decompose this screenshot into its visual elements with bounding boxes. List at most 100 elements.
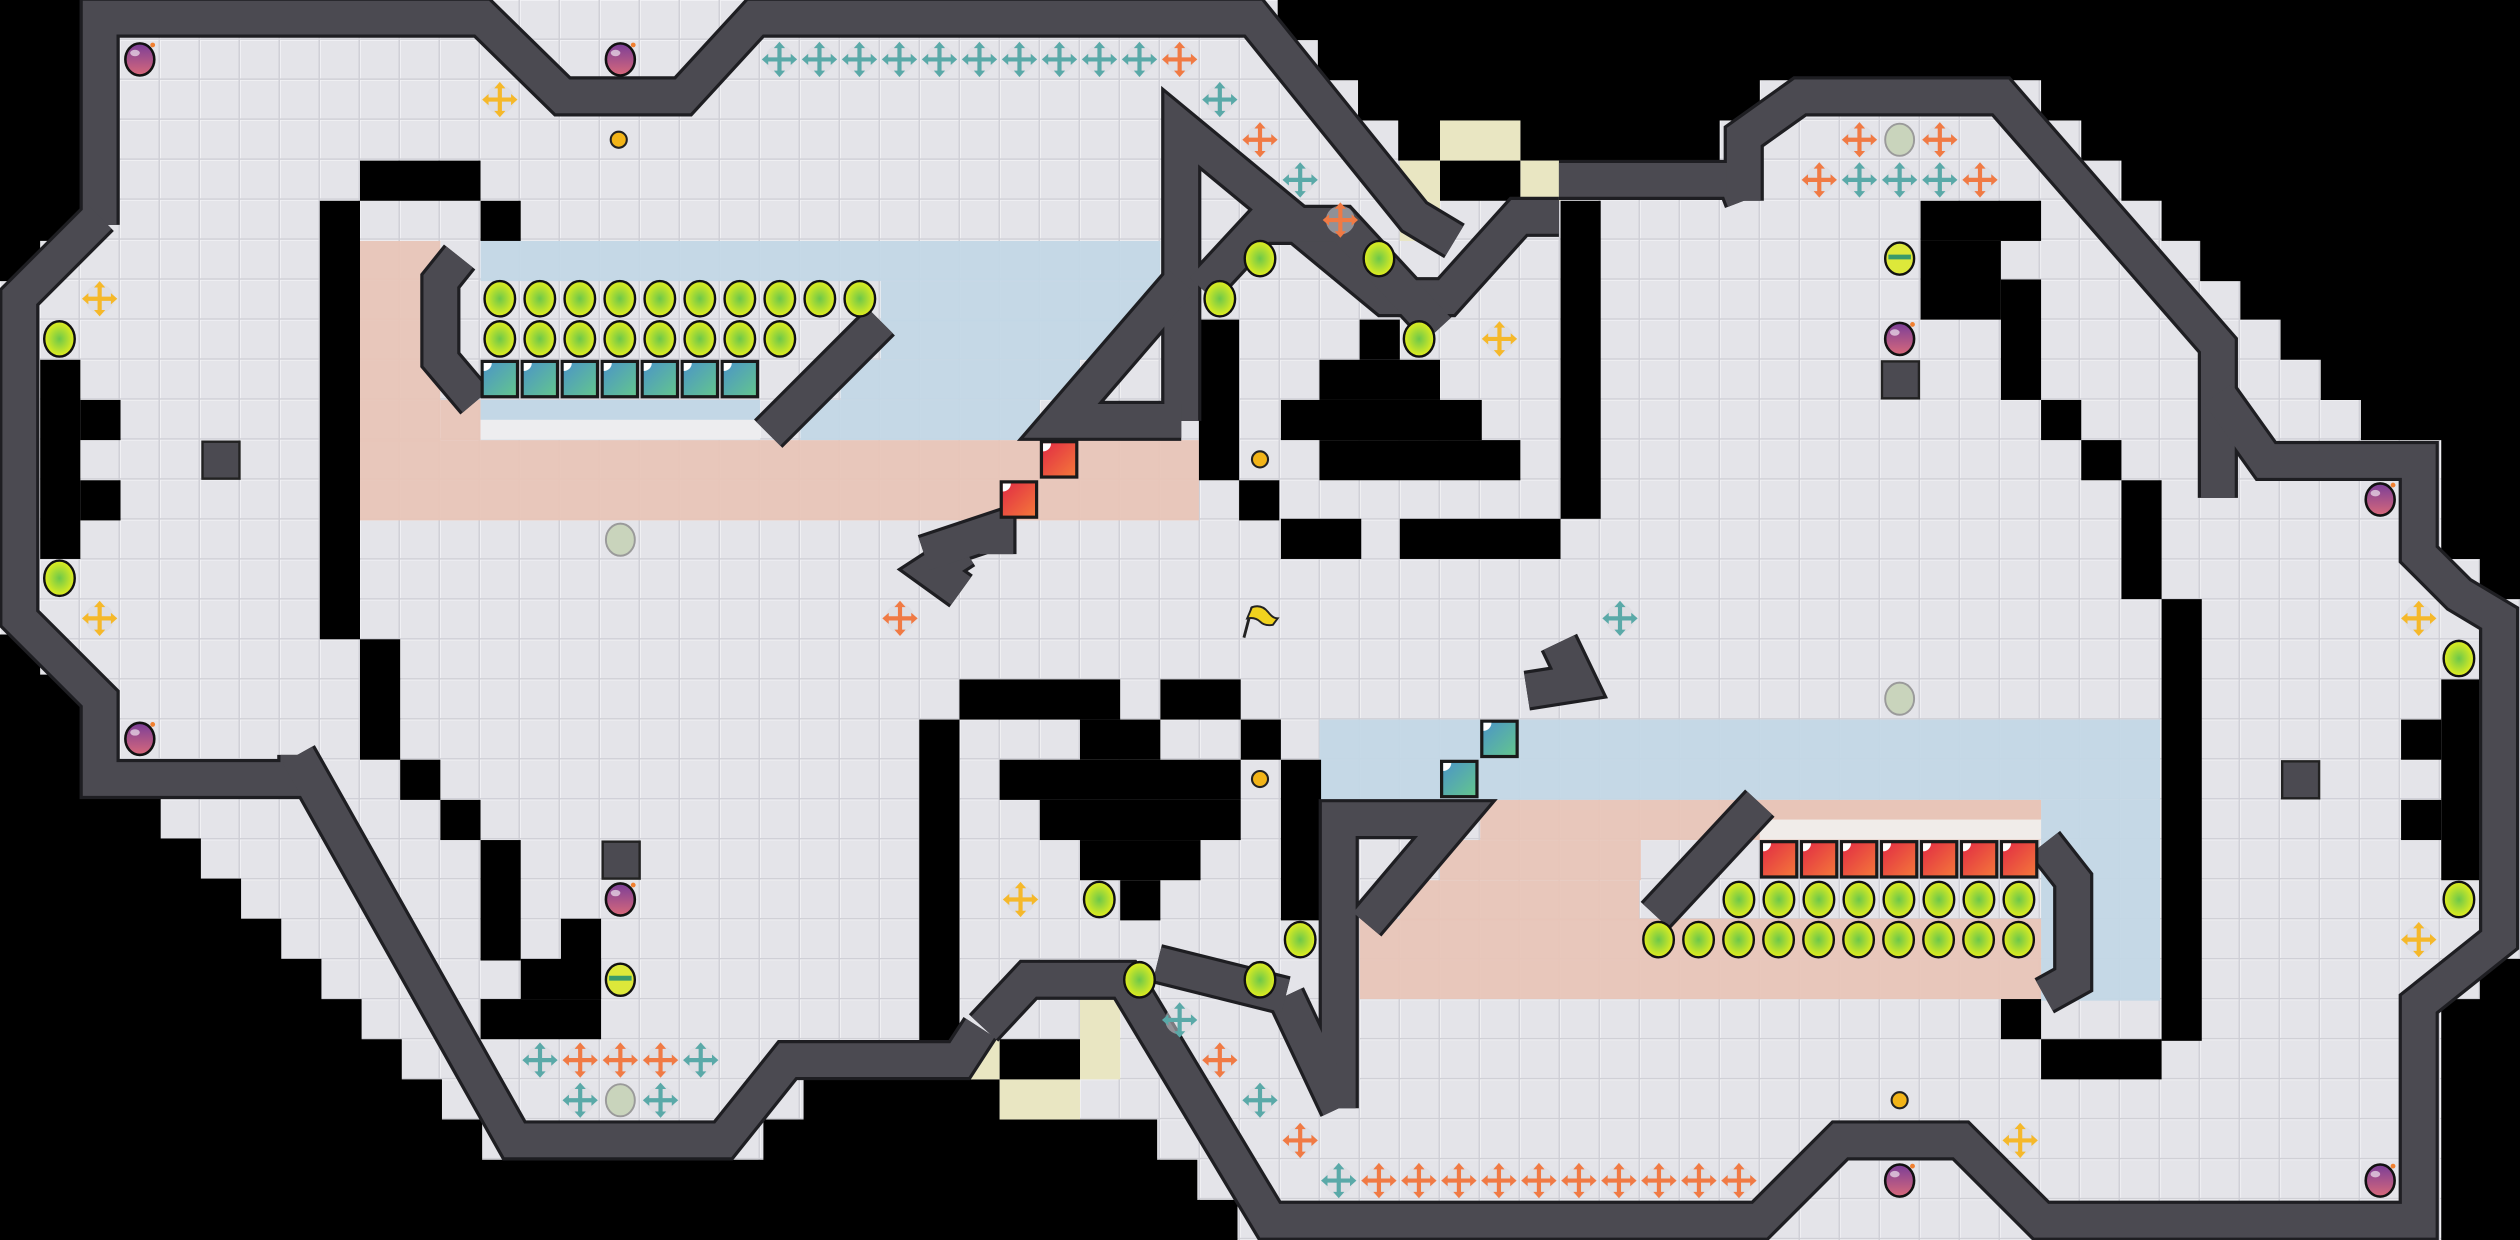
cross-lines bbox=[1006, 885, 1035, 914]
void-hole bbox=[959, 679, 1121, 720]
coin-icon bbox=[1203, 279, 1237, 318]
block-shine bbox=[483, 363, 492, 372]
block-shine bbox=[1883, 843, 1892, 852]
coin-icon bbox=[1842, 880, 1876, 919]
salmon-zone bbox=[1440, 840, 1641, 881]
move-arrows-yellow-icon bbox=[482, 81, 518, 118]
blue-zone bbox=[480, 240, 1161, 282]
coin-icon bbox=[723, 279, 757, 318]
coin-icon bbox=[1082, 880, 1116, 919]
move-arrows-orange-icon bbox=[1361, 1162, 1397, 1199]
block-shine bbox=[1443, 762, 1452, 771]
red-block-icon bbox=[1919, 840, 1959, 879]
wall bbox=[282, 746, 995, 1158]
cross-lines bbox=[646, 1085, 675, 1115]
cross-lines bbox=[1644, 1166, 1674, 1196]
check-zone bbox=[480, 399, 761, 441]
cross-lines bbox=[1165, 1005, 1195, 1035]
void-hole bbox=[360, 160, 481, 201]
cross-lines bbox=[885, 44, 914, 74]
gray-orb-icon bbox=[1884, 122, 1916, 157]
void-hole bbox=[1319, 440, 1521, 481]
wall bbox=[971, 383, 2516, 1238]
block-shine bbox=[1763, 843, 1772, 852]
move-arrows-orange-icon bbox=[1521, 1162, 1557, 1199]
coin-icon bbox=[843, 279, 877, 318]
cross-lines bbox=[686, 1045, 716, 1075]
void-hole bbox=[1198, 319, 1240, 481]
bomb-fuse bbox=[2390, 482, 2396, 488]
void-hole bbox=[2441, 679, 2482, 881]
red-block-icon bbox=[1759, 840, 1799, 879]
bomb-shine bbox=[610, 49, 621, 57]
void-hole bbox=[1440, 160, 1521, 201]
void-layer bbox=[40, 160, 2482, 1080]
void-hole bbox=[1280, 759, 1322, 921]
blue-zone bbox=[840, 359, 1080, 400]
cross-lines bbox=[1205, 1045, 1235, 1075]
block-body bbox=[1759, 840, 1799, 879]
move-arrows-orange-icon bbox=[1721, 1162, 1757, 1199]
move-arrows-teal-icon bbox=[683, 1042, 719, 1078]
bomb-body bbox=[124, 721, 156, 757]
cross-lines bbox=[1325, 205, 1355, 235]
coin-icon bbox=[643, 279, 677, 318]
void-hole bbox=[2000, 279, 2042, 400]
move-arrows-teal-icon bbox=[1282, 162, 1318, 198]
move-arrows-teal-icon bbox=[522, 1042, 558, 1078]
bomb-body bbox=[2364, 1163, 2396, 1198]
stone-block bbox=[2280, 760, 2321, 800]
coin-icon bbox=[1922, 880, 1956, 919]
coin-icon bbox=[1962, 920, 1996, 959]
void-hole bbox=[319, 200, 360, 640]
pale-zone bbox=[1520, 160, 1561, 201]
void-hole bbox=[1359, 319, 1400, 360]
move-arrows-teal-icon bbox=[1602, 600, 1638, 637]
move-arrows-orange-icon bbox=[1401, 1162, 1437, 1199]
stone-block bbox=[1880, 360, 1921, 400]
coin-icon bbox=[1962, 880, 1996, 919]
gray-orb-icon bbox=[1884, 681, 1916, 716]
red-block-icon bbox=[1799, 840, 1839, 879]
coin-icon bbox=[2002, 880, 2036, 919]
wall bbox=[1321, 802, 1491, 1109]
coin-icon bbox=[563, 279, 597, 318]
wall bbox=[1023, 270, 1195, 438]
bomb-icon bbox=[1883, 321, 1916, 357]
bomb-icon bbox=[2364, 1163, 2396, 1198]
coin-icon bbox=[1243, 239, 1277, 278]
coin-icon bbox=[1922, 920, 1956, 959]
void-hole bbox=[1039, 799, 1241, 841]
wall bbox=[82, 0, 1464, 256]
teal-block-icon bbox=[1440, 759, 1479, 799]
move-arrows-teal-icon bbox=[562, 1082, 598, 1118]
move-arrows-teal-icon bbox=[801, 41, 838, 78]
move-arrows-teal-icon bbox=[881, 41, 918, 78]
cross-lines bbox=[565, 1085, 595, 1115]
gold-dot-icon bbox=[1250, 769, 1270, 789]
gold-dot-icon bbox=[1890, 1091, 1909, 1110]
striped-orb-icon bbox=[1883, 241, 1916, 276]
cross-lines bbox=[885, 603, 915, 633]
void-hole bbox=[2161, 599, 2202, 1041]
red-block-icon bbox=[999, 480, 1039, 519]
move-arrows-orange-icon bbox=[1161, 41, 1198, 78]
move-arrows-orange-icon bbox=[1601, 1162, 1637, 1199]
move-arrows-orange-icon bbox=[1641, 1162, 1677, 1199]
teal-block-icon bbox=[680, 359, 720, 399]
cross-lines bbox=[1404, 1166, 1434, 1196]
void-hole bbox=[2041, 1039, 2162, 1080]
move-arrows-teal-icon bbox=[841, 41, 878, 78]
cross-lines bbox=[965, 44, 994, 74]
gold-dot-icon bbox=[1250, 450, 1270, 469]
coin-icon bbox=[1762, 920, 1796, 959]
bomb-body bbox=[124, 42, 156, 77]
block-shine bbox=[1923, 843, 1932, 852]
cross-lines bbox=[845, 44, 874, 74]
check2-zone bbox=[1759, 799, 2042, 841]
void-hole bbox=[2081, 440, 2122, 481]
pale-zone bbox=[999, 1079, 1080, 1120]
coin-icon bbox=[2442, 880, 2476, 919]
